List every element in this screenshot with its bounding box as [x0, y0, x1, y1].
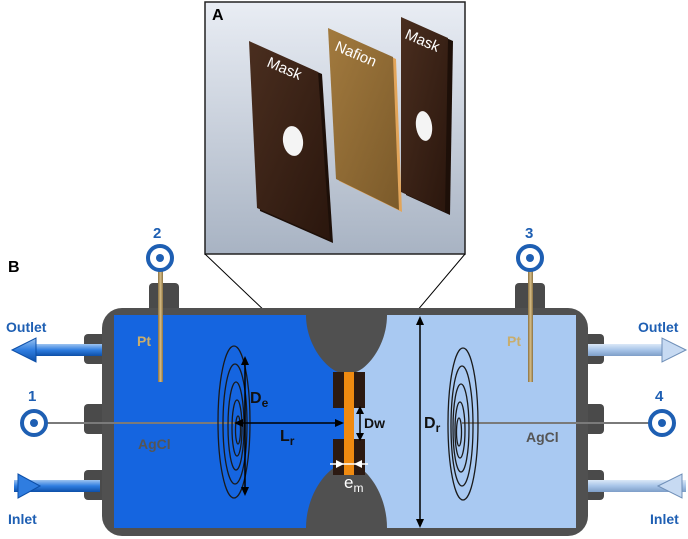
- inlet-pipe-right: [588, 473, 686, 499]
- port-label-4: 4: [655, 388, 664, 405]
- port-marker-3: [516, 244, 544, 272]
- agcl-label-left: AgCl: [138, 436, 171, 452]
- outlet-label-right: Outlet: [638, 319, 679, 335]
- dimension-de: [241, 356, 249, 496]
- spiral-left: [217, 345, 251, 499]
- inlet-label-left: Inlet: [8, 511, 37, 527]
- constriction-top: [306, 315, 387, 372]
- mask-right-hole: [415, 111, 433, 141]
- port-label-2: 2: [153, 225, 161, 242]
- port-marker-4: [648, 409, 676, 437]
- mask-layer-left: Mask: [249, 41, 333, 243]
- lr-symbol: Lr: [280, 428, 295, 448]
- port-marker-1: [20, 409, 48, 437]
- port-label-1: 1: [28, 388, 36, 405]
- outlet-pipe-left: [10, 337, 102, 363]
- pt-electrode-left: [158, 270, 163, 382]
- dw-symbol: Dw: [364, 415, 385, 431]
- port-marker-2: [146, 244, 174, 272]
- pt-label-left: Pt: [137, 333, 151, 349]
- de-symbol: De: [250, 390, 269, 410]
- dr-symbol: Dr: [424, 415, 441, 435]
- nafion-layer: Nafion: [328, 28, 402, 212]
- pt-electrode-right: [528, 270, 533, 382]
- dimension-lr: [234, 419, 344, 427]
- nafion-membrane: [344, 372, 354, 475]
- inlet-pipe-left: [14, 473, 100, 499]
- pt-label-right: Pt: [507, 333, 521, 349]
- inlet-label-right: Inlet: [650, 511, 679, 527]
- spiral-right: [447, 347, 479, 501]
- panel-b-label: B: [8, 259, 20, 276]
- outlet-label-left: Outlet: [6, 319, 47, 335]
- mask-layer-right: Mask: [401, 17, 453, 215]
- outlet-pipe-right: [588, 337, 688, 363]
- dimension-em: [330, 460, 368, 468]
- mask-left-hole: [282, 126, 304, 156]
- port-label-3: 3: [525, 225, 533, 242]
- em-symbol: em: [344, 473, 363, 495]
- constriction-bottom: [306, 466, 387, 528]
- dimension-dw: [356, 406, 364, 441]
- dimension-dr: [416, 316, 424, 528]
- agcl-label-right: AgCl: [526, 429, 559, 445]
- panel-a-label: A: [212, 7, 224, 24]
- panel-a: A Mask Nafion Mask: [204, 1, 466, 255]
